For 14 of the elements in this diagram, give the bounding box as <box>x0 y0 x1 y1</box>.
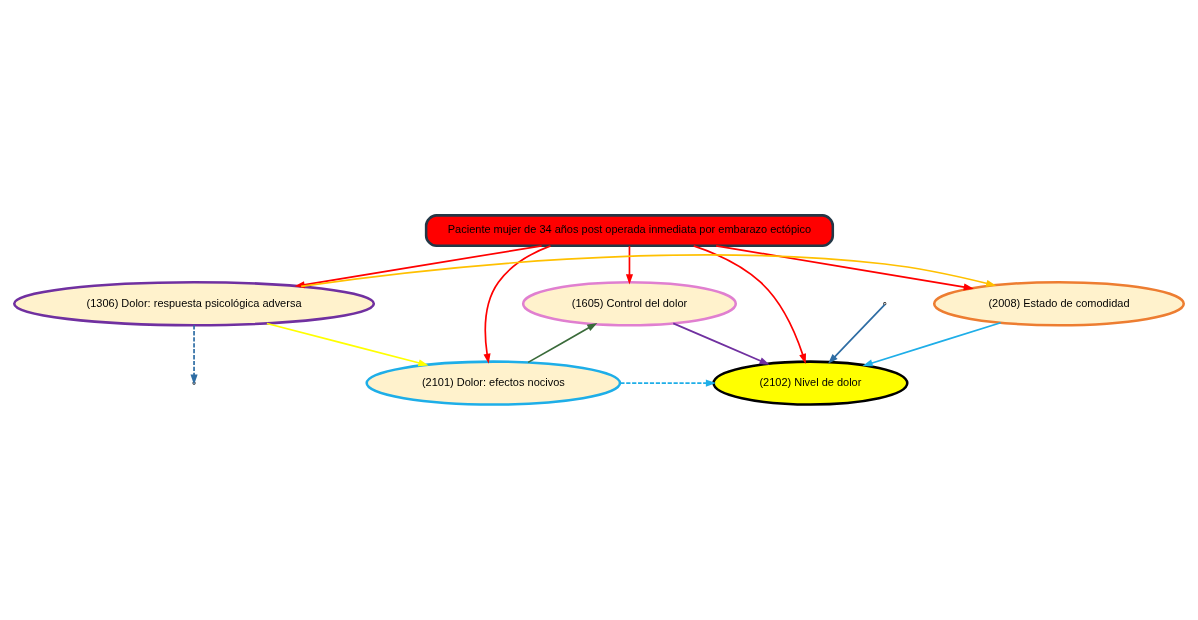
arrow <box>294 245 543 289</box>
arrow <box>715 245 974 291</box>
arrow <box>862 321 1002 367</box>
arrow <box>692 245 806 364</box>
arrow <box>300 254 997 288</box>
arrow <box>483 245 552 364</box>
node-box: Paciente mujer de 34 años post operada inmediata por embarazo ectópico <box>424 214 835 248</box>
node-ellipse: (1605) Control del dolor <box>521 280 738 327</box>
arrow <box>672 322 770 365</box>
arrow <box>625 245 634 285</box>
arrow <box>619 379 717 387</box>
arrow <box>828 303 886 364</box>
arrow <box>527 322 598 364</box>
arrow <box>266 322 429 367</box>
